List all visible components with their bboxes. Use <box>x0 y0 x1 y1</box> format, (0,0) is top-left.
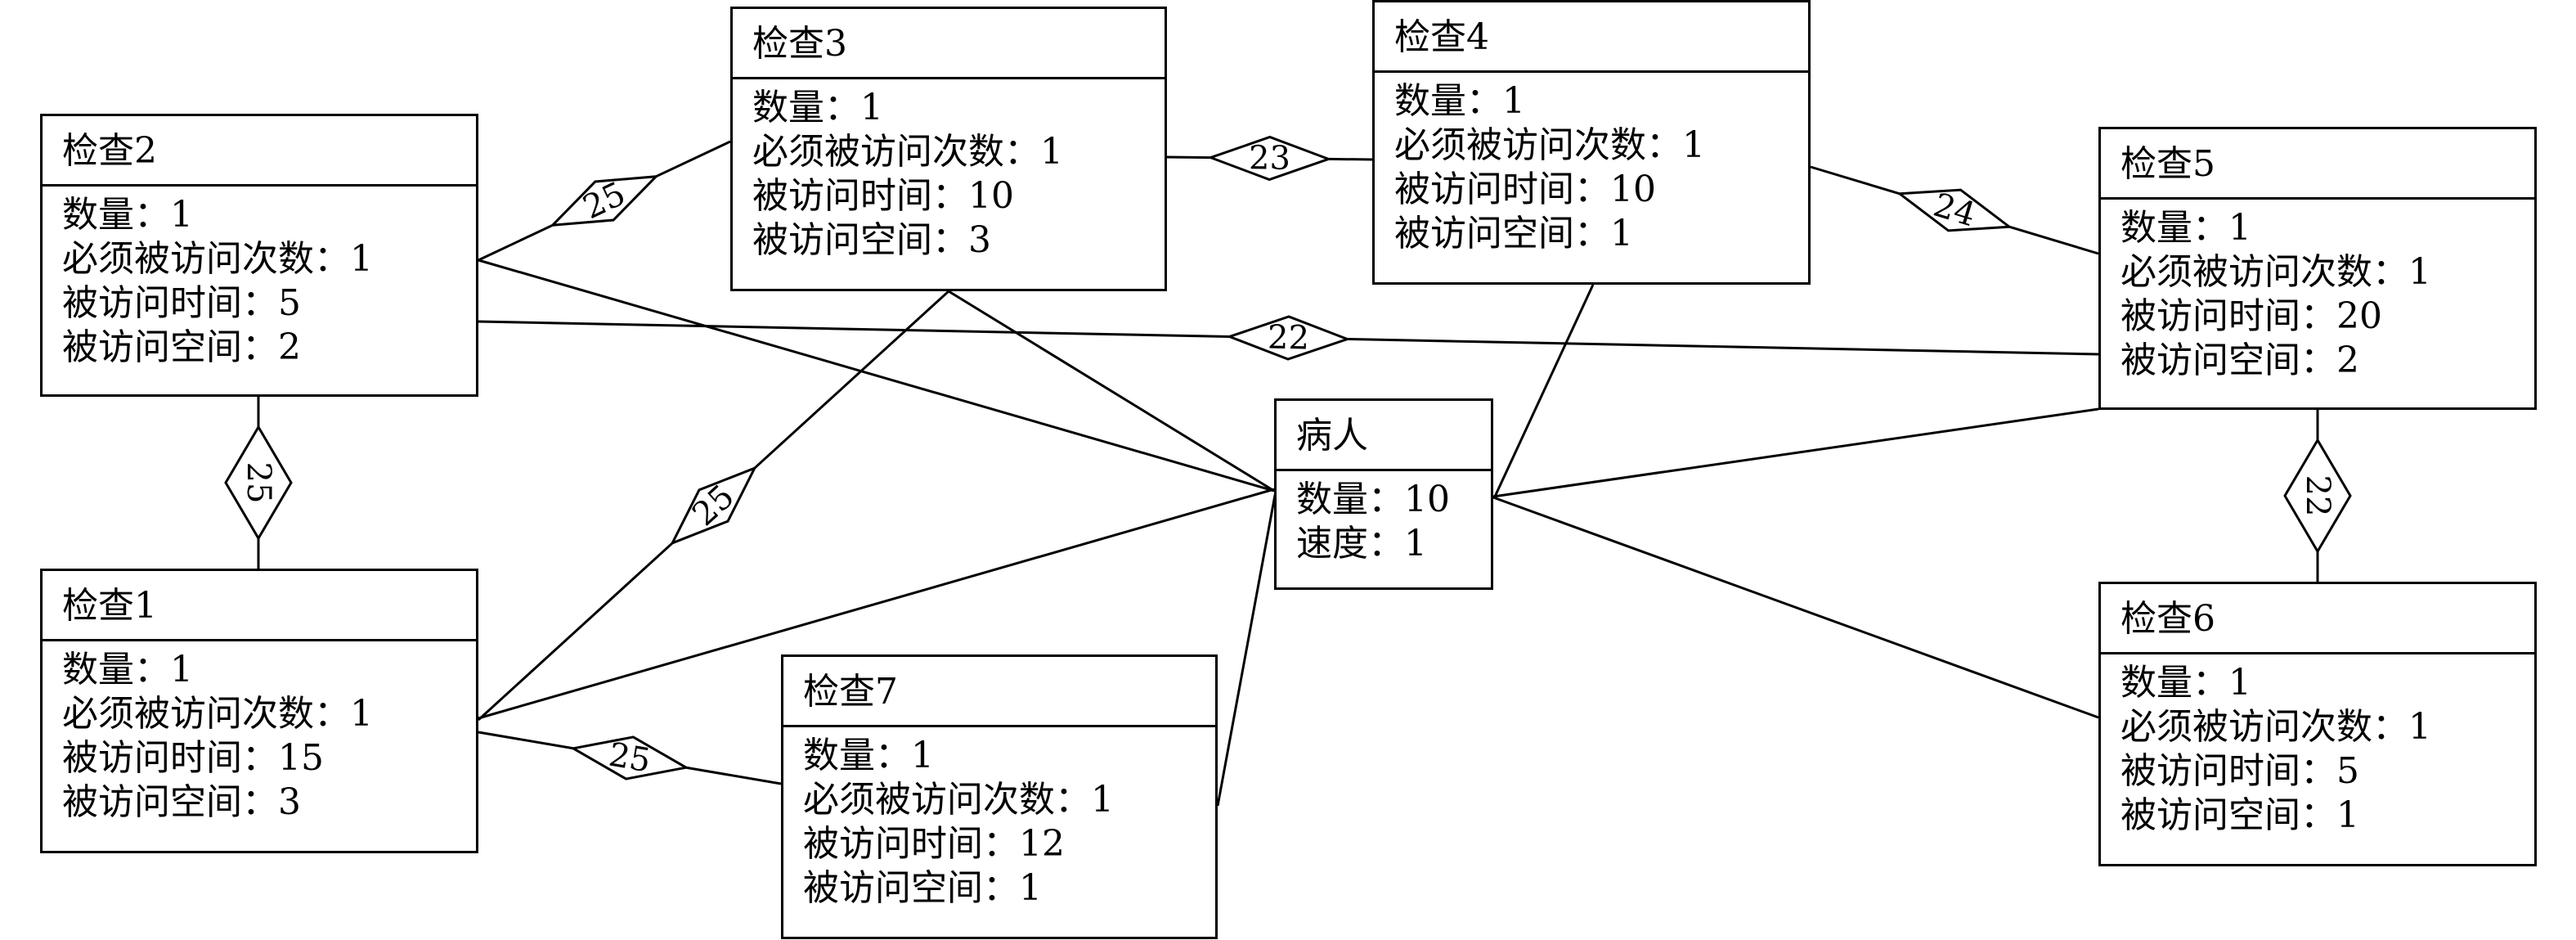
relation-line <box>1810 165 1901 196</box>
entity-attr: 数量：1 <box>62 649 193 690</box>
entity-attr: 必须被访问次数：1 <box>803 779 1114 821</box>
entity-attr: 被访问空间：2 <box>2120 340 2359 381</box>
relation-diamond <box>224 425 293 541</box>
entity-attr: 数量：1 <box>752 87 883 128</box>
relation-diamond <box>2283 438 2352 554</box>
entity-title: 病人 <box>1277 401 1491 471</box>
entity-title: 检查4 <box>1375 2 1808 73</box>
patient-link-line <box>1216 490 1277 807</box>
patient-link-line <box>478 488 1275 720</box>
relation-line <box>478 731 574 750</box>
entity-attr: 被访问空间：1 <box>803 867 1042 909</box>
entity-title: 检查2 <box>43 116 476 187</box>
relation-diamond <box>549 174 660 227</box>
entity-attr: 被访问时间：5 <box>62 282 301 324</box>
entity-attr: 数量：1 <box>803 735 934 776</box>
relation-label: 23 <box>1249 139 1290 178</box>
relation-diamond <box>569 735 690 780</box>
entity-attr: 被访问空间：2 <box>62 326 301 368</box>
entity-check4: 检查4 数量：1 必须被访问次数：1 被访问时间：10 被访问空间：1 <box>1372 0 1811 285</box>
entity-check7: 检查7 数量：1 必须被访问次数：1 被访问时间：12 被访问空间：1 <box>781 654 1218 939</box>
patient-link-line <box>1492 496 2099 719</box>
relation-line <box>1347 337 2099 356</box>
entity-attr: 必须被访问次数：1 <box>62 238 373 280</box>
relation-diamond <box>1226 315 1351 361</box>
entity-title: 检查3 <box>733 9 1165 79</box>
relation-label: 25 <box>606 736 653 780</box>
entity-attr: 被访问空间：1 <box>2120 794 2359 836</box>
entity-attr: 必须被访问次数：1 <box>2120 251 2431 293</box>
entity-attr: 被访问空间：3 <box>62 781 301 823</box>
relation-line <box>1328 157 1373 161</box>
entity-title: 检查7 <box>783 657 1215 727</box>
relation-line <box>2008 225 2099 255</box>
relation-label: 22 <box>1268 318 1310 357</box>
patient-link-line <box>1493 284 1595 497</box>
entity-attr: 必须被访问次数：1 <box>2120 706 2431 748</box>
patient-link-line <box>478 259 1275 492</box>
entity-attr: 必须被访问次数：1 <box>1394 124 1705 166</box>
entity-attr: 被访问时间：5 <box>2120 750 2359 792</box>
entity-check2: 检查2 数量：1 必须被访问次数：1 被访问时间：5 被访问空间：2 <box>40 114 478 397</box>
relation-line <box>478 320 1230 339</box>
entity-attr: 被访问空间：1 <box>1394 213 1633 254</box>
relation-line <box>477 542 674 722</box>
relation-line <box>1166 155 1211 160</box>
relation-line <box>685 766 782 785</box>
entity-title: 检查5 <box>2101 129 2534 200</box>
entity-check6: 检查6 数量：1 必须被访问次数：1 被访问时间：5 被访问空间：1 <box>2098 582 2537 866</box>
patient-link-line <box>948 290 1275 492</box>
entity-attr: 被访问空间：3 <box>752 219 991 261</box>
entity-title: 检查1 <box>43 571 476 641</box>
entity-attr: 速度：1 <box>1296 523 1427 564</box>
entity-attr: 被访问时间：10 <box>752 175 1014 217</box>
patient-link-line <box>1492 407 2099 498</box>
entity-attr: 被访问时间：20 <box>2120 295 2382 337</box>
entity-attr: 被访问时间：12 <box>803 823 1065 865</box>
relation-line <box>655 140 731 178</box>
relation-diamond <box>670 466 757 546</box>
entity-attr: 必须被访问次数：1 <box>62 693 373 735</box>
entity-attr: 数量：10 <box>1296 479 1450 520</box>
entity-check3: 检查3 数量：1 必须被访问次数：1 被访问时间：10 被访问空间：3 <box>730 7 1167 291</box>
entity-check1: 检查1 数量：1 必须被访问次数：1 被访问时间：15 被访问空间：3 <box>40 569 478 853</box>
relation-line <box>478 223 554 262</box>
entity-attr: 数量：1 <box>2120 662 2251 704</box>
entity-check5: 检查5 数量：1 必须被访问次数：1 被访问时间：20 被访问空间：2 <box>2098 127 2537 410</box>
entity-attr: 数量：1 <box>2120 207 2251 249</box>
entity-title: 检查6 <box>2101 584 2534 654</box>
relation-diamond <box>1207 135 1332 182</box>
entity-patient: 病人 数量：10 速度：1 <box>1274 398 1493 590</box>
relation-line <box>753 290 950 470</box>
entity-attr: 必须被访问次数：1 <box>752 131 1063 173</box>
relation-label: 25 <box>240 462 277 504</box>
relation-label: 22 <box>2299 475 2336 517</box>
relation-diamond <box>1896 188 2013 232</box>
entity-attr: 数量：1 <box>1394 80 1525 122</box>
entity-attr: 被访问时间：15 <box>62 737 324 779</box>
entity-attr: 被访问时间：10 <box>1394 169 1656 210</box>
entity-attr: 数量：1 <box>62 194 193 236</box>
